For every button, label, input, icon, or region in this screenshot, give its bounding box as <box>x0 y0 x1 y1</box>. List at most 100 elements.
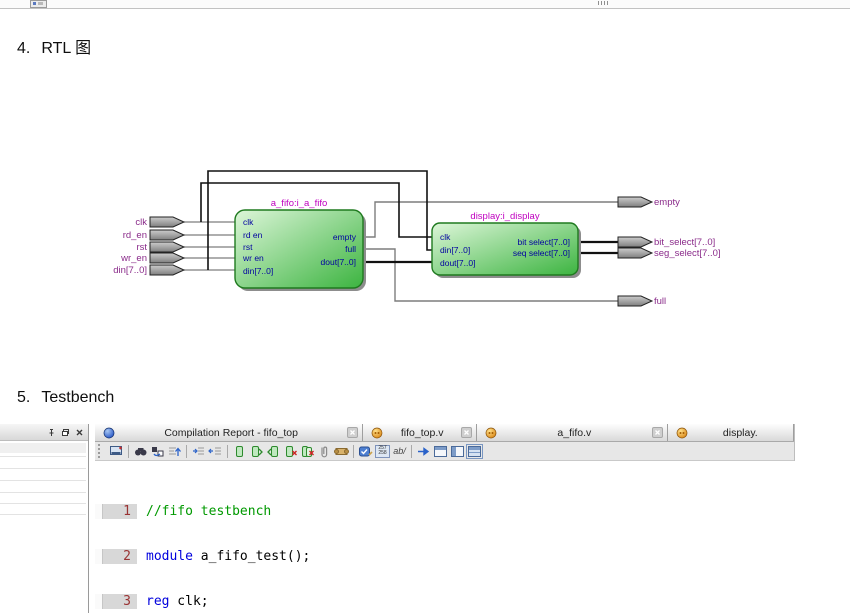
port-empty: empty <box>333 232 357 242</box>
output-pin-seg-select <box>617 247 654 259</box>
output-pin-label-full: full <box>654 296 666 307</box>
module-box <box>431 222 579 276</box>
float-window-icon[interactable] <box>60 427 71 438</box>
close-icon[interactable] <box>74 427 85 438</box>
panel-row-divider <box>0 480 86 481</box>
verilog-file-icon <box>371 427 383 439</box>
tab-a-fifo-v[interactable]: a_fifo.v <box>477 424 668 441</box>
port-seq-select: seq select[7..0] <box>513 248 570 258</box>
input-stub-wires <box>184 221 235 271</box>
window-layout-icon-2[interactable] <box>449 444 466 459</box>
indent-decrease-icon[interactable] <box>207 444 224 459</box>
input-pins <box>149 216 186 276</box>
find-icon[interactable] <box>132 444 149 459</box>
window-layout-icon-3[interactable] <box>466 443 483 459</box>
output-pin-empty <box>617 196 654 208</box>
bookmark-margin <box>95 594 103 609</box>
port-full: full <box>345 244 356 254</box>
verilog-file-icon <box>485 427 497 439</box>
port-din: din[7..0] <box>440 245 470 255</box>
section-title: Testbench <box>41 389 115 406</box>
panel-row-divider <box>0 468 86 469</box>
line-badge-top: 257 <box>378 445 387 451</box>
docked-panel <box>0 424 89 613</box>
clear-bookmark-icon[interactable] <box>282 444 299 459</box>
input-pin-rd-en <box>149 229 186 241</box>
panel-row-divider <box>0 503 86 504</box>
clear-all-bookmarks-icon[interactable] <box>299 444 316 459</box>
replace-icon[interactable] <box>149 444 166 459</box>
document-tab-bar: Compilation Report - fifo_top fifo_top.v <box>95 424 794 442</box>
module-display: display:i_display clk din[7..0] dout[7..… <box>431 211 581 278</box>
port-clk: clk <box>440 232 451 242</box>
tab-close-icon[interactable] <box>651 427 663 438</box>
input-pin-wr-en <box>149 252 186 264</box>
code-text: module a_fifo_test(); <box>146 549 311 564</box>
line-number: 1 <box>103 504 137 519</box>
tab-fifo-top-v[interactable]: fifo_top.v <box>363 424 478 441</box>
line-count-badge[interactable]: 257 258 <box>374 444 391 459</box>
panel-row-divider <box>0 492 86 493</box>
verilog-file-icon <box>676 427 688 439</box>
tab-label: Compilation Report - fifo_top <box>164 426 298 439</box>
window-layout-icon-1[interactable] <box>432 444 449 459</box>
section-title: RTL 图 <box>41 40 92 57</box>
output-pin-label-seg-select: seg_select[7..0] <box>654 248 721 259</box>
port-bit-select: bit select[7..0] <box>518 237 570 247</box>
bookmark-margin <box>95 549 103 564</box>
section-number: 5. <box>17 389 31 406</box>
empty-wire <box>363 201 618 238</box>
editor-settings-icon[interactable] <box>108 444 125 459</box>
code-text: reg clk; <box>146 594 209 609</box>
word-wrap-badge[interactable]: ab/ <box>393 446 406 456</box>
quartus-editor: Compilation Report - fifo_top fifo_top.v <box>0 424 850 613</box>
input-pin-label-din: din[7..0] <box>113 265 147 276</box>
section-number: 4. <box>17 40 31 57</box>
toggle-bookmark-icon[interactable] <box>231 444 248 459</box>
next-bookmark-icon[interactable] <box>248 444 265 459</box>
tab-close-icon[interactable] <box>461 427 473 438</box>
output-pins <box>617 196 654 307</box>
port-rd-en: rd en <box>243 230 263 240</box>
toolbar-separator <box>411 444 412 458</box>
tab-close-icon[interactable] <box>347 427 359 438</box>
output-pin-label-empty: empty <box>654 197 680 208</box>
input-pin-label-rst: rst <box>136 242 147 253</box>
editor-toolbar: 257 258 ab/ <box>95 442 794 461</box>
panel-row-divider <box>0 514 86 515</box>
window-top-strip <box>0 0 850 9</box>
toolbar-drag-handle[interactable] <box>98 444 105 458</box>
input-pin-rst <box>149 241 186 253</box>
goto-icon[interactable] <box>166 444 183 459</box>
docked-panel-header <box>0 424 88 441</box>
line-badge-bottom: 258 <box>378 450 387 456</box>
detach-window-icon[interactable] <box>415 444 432 459</box>
diagram-wires <box>184 170 618 302</box>
output-pin-bit-select <box>617 236 654 248</box>
tab-label: display. <box>722 426 758 439</box>
module-a-fifo: a_fifo:i_a_fifo clk rd en rst wr en din[… <box>234 198 366 291</box>
tab-compilation-report[interactable]: Compilation Report - fifo_top <box>95 424 364 441</box>
previous-bookmark-icon[interactable] <box>265 444 282 459</box>
module-title: display:i_display <box>470 211 539 222</box>
syntax-check-icon[interactable] <box>357 444 374 459</box>
output-pin-label-bit-select: bit_select[7..0] <box>654 237 715 248</box>
toolbar-separator <box>128 444 129 458</box>
input-pin-din <box>149 264 186 276</box>
macro-icon[interactable] <box>333 444 350 459</box>
code-line: 1//fifo testbench <box>95 504 850 519</box>
rtl-diagram: a_fifo:i_a_fifo clk rd en rst wr en din[… <box>113 170 721 307</box>
input-pin-label-rd-en: rd_en <box>123 230 147 241</box>
module-box <box>234 209 364 289</box>
full-wire <box>363 248 618 302</box>
indent-increase-icon[interactable] <box>190 444 207 459</box>
port-din: din[7..0] <box>243 266 273 276</box>
report-icon <box>103 427 115 439</box>
section-heading-rtl: 4. RTL 图 <box>17 40 91 58</box>
pin-icon[interactable] <box>46 427 57 438</box>
tab-display-v[interactable]: display. <box>667 424 794 441</box>
paperclip-icon[interactable] <box>316 444 333 459</box>
